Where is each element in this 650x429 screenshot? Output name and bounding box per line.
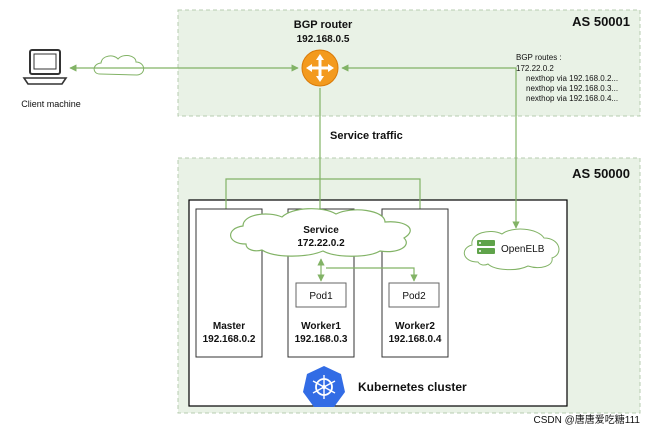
service-traffic-label: Service traffic xyxy=(330,130,403,142)
worker1-name: Worker1 xyxy=(301,321,341,332)
worker1-ip: 192.168.0.3 xyxy=(295,334,348,345)
router-ip: 192.168.0.5 xyxy=(297,34,350,45)
service-route-bracket xyxy=(225,178,421,228)
service-cloud xyxy=(230,208,411,257)
router-name: BGP router xyxy=(294,19,353,31)
kubernetes-logo-icon xyxy=(303,366,345,407)
worker2-ip: 192.168.0.4 xyxy=(389,334,442,345)
service-pod2-link xyxy=(326,267,418,282)
router-openelb-link xyxy=(341,64,520,229)
worker2-name: Worker2 xyxy=(395,321,435,332)
bgp-route-line: 172.22.0.2 xyxy=(516,64,554,73)
pod2-label: Pod2 xyxy=(402,291,426,302)
pod1-label: Pod1 xyxy=(309,291,333,302)
openelb-label: OpenELB xyxy=(501,244,545,255)
bgp-route-line: nexthop via 192.168.0.3... xyxy=(526,84,618,93)
pod1-box xyxy=(295,282,347,308)
bgp-route-line: nexthop via 192.168.0.2... xyxy=(526,74,618,83)
pod2-box xyxy=(388,282,440,308)
service-ip: 172.22.0.2 xyxy=(297,238,345,249)
master-name: Master xyxy=(213,321,245,332)
as-50000-label: AS 50000 xyxy=(572,166,630,181)
client-machine-icon xyxy=(22,49,68,85)
internet-cloud-icon xyxy=(93,54,145,76)
master-ip: 192.168.0.2 xyxy=(203,334,256,345)
bgp-route-line: nexthop via 192.168.0.4... xyxy=(526,94,618,103)
openelb-server-icon xyxy=(477,240,495,254)
openelb-cloud xyxy=(463,228,560,271)
router-icon xyxy=(301,49,339,87)
bgp-routes-title: BGP routes : xyxy=(516,53,562,62)
kubernetes-cluster-label: Kubernetes cluster xyxy=(358,380,467,394)
as-50001-label: AS 50001 xyxy=(572,14,630,29)
service-name: Service xyxy=(303,225,339,236)
client-machine-label: Client machine xyxy=(21,99,81,109)
csdn-watermark: CSDN @唐唐爱吃糖111 xyxy=(534,413,641,426)
